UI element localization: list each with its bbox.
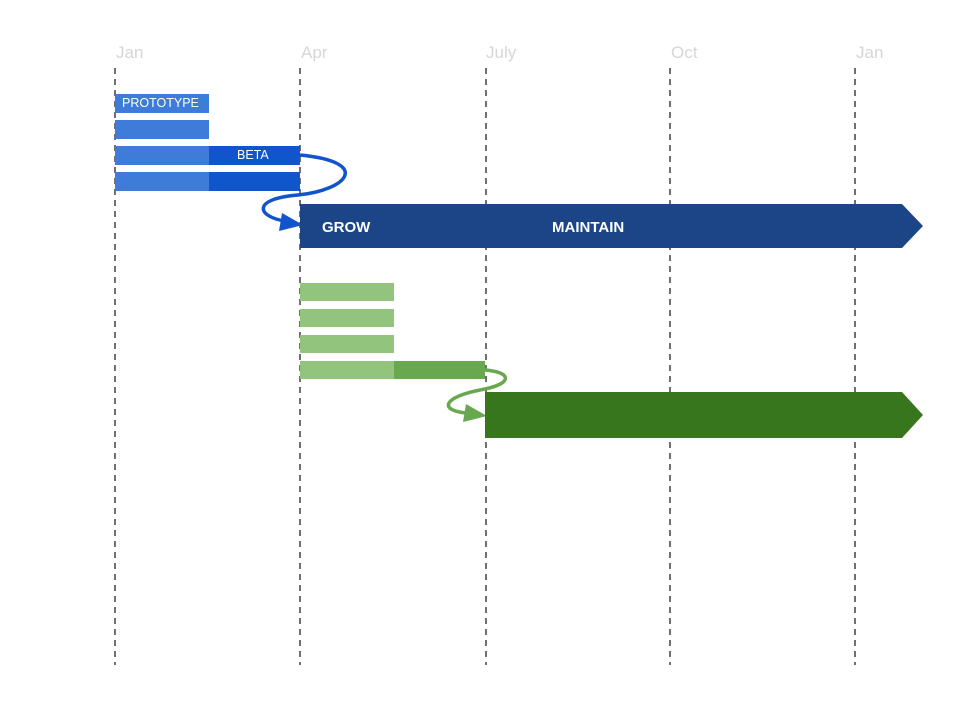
- green-connector-arrow: [446, 368, 507, 415]
- gridlines: [114, 68, 856, 665]
- prototype-label: PROTOTYPE: [122, 96, 199, 110]
- blue-bar-3-light: [115, 146, 209, 165]
- blue-bar-2: [115, 120, 209, 139]
- blue-task-bars: [115, 94, 300, 191]
- month-label-july: July: [486, 43, 517, 62]
- blue-bar-4-dark: [209, 172, 300, 191]
- green-bar-2: [300, 309, 394, 327]
- beta-bar: [209, 146, 300, 165]
- maintain-label: MAINTAIN: [552, 219, 625, 236]
- grow-maintain-arrow: [300, 204, 923, 248]
- month-label-oct: Oct: [671, 43, 698, 62]
- blue-connector-arrow: [261, 153, 347, 223]
- beta-label: BETA: [237, 148, 269, 162]
- green-phase-arrow: [485, 392, 923, 438]
- green-arrowhead-icon: [463, 404, 487, 422]
- month-label-jan-next: Jan: [856, 43, 884, 62]
- green-bar-4-light: [300, 361, 394, 379]
- grow-label: GROW: [322, 219, 371, 236]
- blue-arrowhead-icon: [279, 213, 303, 231]
- green-bar-4-mid: [394, 361, 485, 379]
- month-label-jan: Jan: [116, 43, 144, 62]
- blue-bar-4-light: [115, 172, 209, 191]
- green-bar-1: [300, 283, 394, 301]
- month-label-apr: Apr: [301, 43, 328, 62]
- green-bar-3: [300, 335, 394, 353]
- prototype-bar: [115, 94, 209, 113]
- green-task-bars: [300, 283, 485, 379]
